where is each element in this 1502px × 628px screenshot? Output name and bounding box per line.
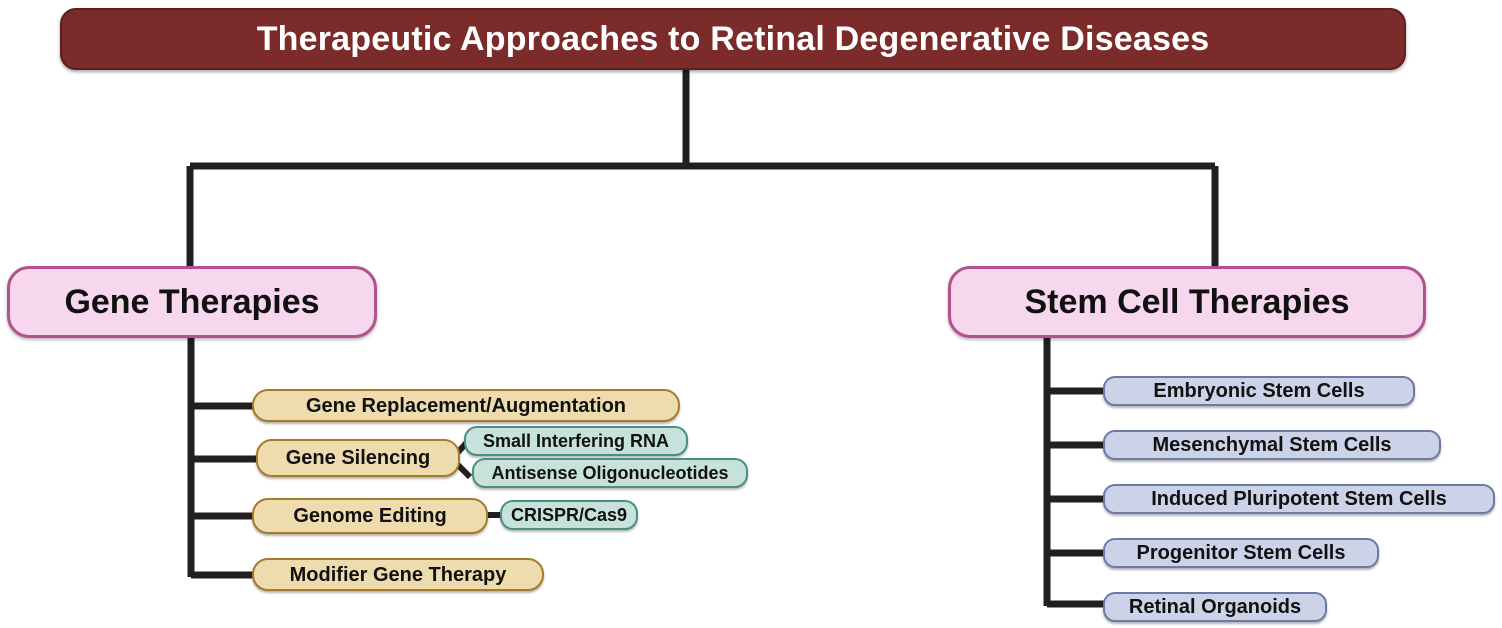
node-gene-therapies[interactable]: Gene Therapies <box>7 266 377 338</box>
node-gene-replacement-augmentation[interactable]: Gene Replacement/Augmentation <box>252 389 680 422</box>
diagram-title: Therapeutic Approaches to Retinal Degene… <box>60 8 1406 70</box>
node-retinal-organoids[interactable]: Retinal Organoids <box>1103 592 1327 622</box>
node-antisense-oligonucleotides[interactable]: Antisense Oligonucleotides <box>472 458 748 488</box>
node-stem-cell-therapies[interactable]: Stem Cell Therapies <box>948 266 1426 338</box>
node-induced-pluripotent-stem-cells[interactable]: Induced Pluripotent Stem Cells <box>1103 484 1495 514</box>
node-embryonic-stem-cells[interactable]: Embryonic Stem Cells <box>1103 376 1415 406</box>
node-progenitor-stem-cells[interactable]: Progenitor Stem Cells <box>1103 538 1379 568</box>
node-gene-silencing[interactable]: Gene Silencing <box>256 439 460 477</box>
node-small-interfering-rna[interactable]: Small Interfering RNA <box>464 426 688 456</box>
node-crispr-cas9[interactable]: CRISPR/Cas9 <box>500 500 638 530</box>
node-mesenchymal-stem-cells[interactable]: Mesenchymal Stem Cells <box>1103 430 1441 460</box>
node-modifier-gene-therapy[interactable]: Modifier Gene Therapy <box>252 558 544 591</box>
node-genome-editing[interactable]: Genome Editing <box>252 498 488 534</box>
